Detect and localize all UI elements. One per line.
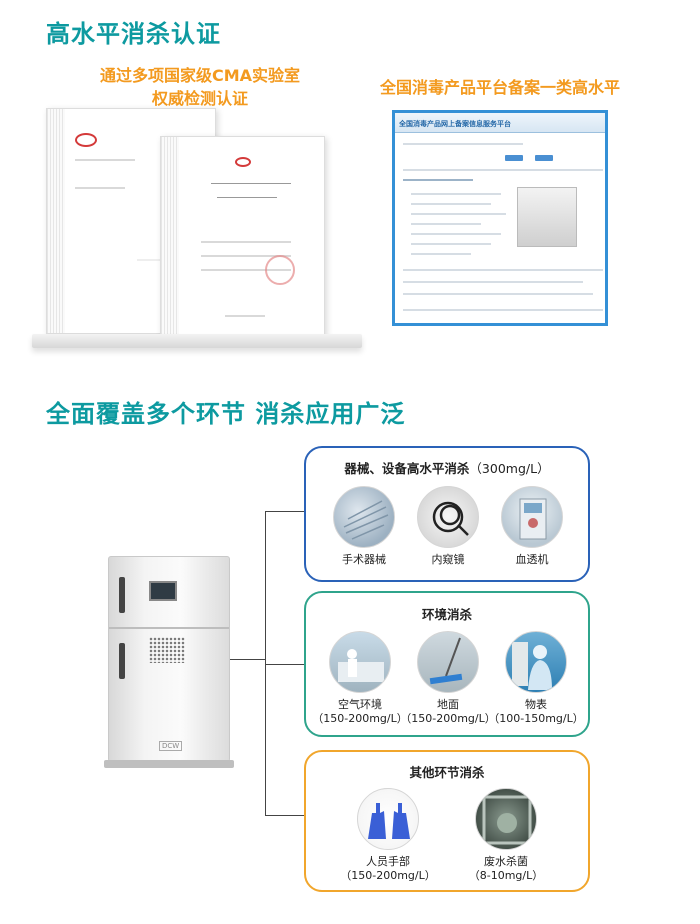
machine-logo: DCW <box>159 741 183 751</box>
test-report-document <box>160 136 325 336</box>
item-endoscope: 内窥镜 <box>398 486 498 567</box>
item-label: 物表 <box>525 698 547 711</box>
item-concentration: （150-200mg/L） <box>340 869 436 882</box>
air-environment-icon <box>329 631 391 693</box>
control-screen-icon <box>149 581 177 601</box>
item-dialysis-machine: 血透机 <box>482 486 582 567</box>
connector-line <box>265 664 304 665</box>
product-thumbnail-icon <box>517 187 577 247</box>
connector-line <box>265 815 304 816</box>
document-page-edges <box>161 137 179 335</box>
cma-caption-line1: 通过多项国家级CMA实验室 <box>99 66 301 85</box>
item-label: 手术器械 <box>342 553 386 566</box>
connector-line <box>265 511 266 815</box>
cma-caption: 通过多项国家级CMA实验室 权威检测认证 <box>70 64 330 110</box>
vent-grille-icon <box>149 637 185 663</box>
category-equipment-title: 器械、设备高水平消杀（300mg/L） <box>306 458 588 477</box>
surgical-instruments-icon <box>333 486 395 548</box>
cma-logo-icon <box>235 157 251 167</box>
dialysis-machine-icon <box>501 486 563 548</box>
category-environment: 环境消杀 空气环境 （150-200mg/L） 地面 （150-200mg/L）… <box>304 591 590 737</box>
platform-header: 全国消毒产品网上备案信息服务平台 <box>395 113 605 133</box>
item-label: 空气环境 <box>338 698 382 711</box>
connector-line <box>265 511 304 512</box>
item-label: 内窥镜 <box>431 553 465 566</box>
wastewater-icon <box>475 788 537 850</box>
item-label: 血透机 <box>515 553 549 566</box>
endoscope-icon <box>417 486 479 548</box>
item-label: 人员手部 <box>366 855 410 868</box>
disinfection-machine-image: DCW <box>108 556 230 762</box>
platform-caption: 全国消毒产品平台备案一类高水平 <box>379 78 620 97</box>
item-air-environment: 空气环境 （150-200mg/L） <box>310 631 410 726</box>
item-concentration: （100-150mg/L） <box>488 712 584 725</box>
category-other-title: 其他环节消杀 <box>409 765 485 780</box>
category-equipment: 器械、设备高水平消杀（300mg/L） 手术器械 内窥镜 血透机 <box>304 446 590 582</box>
item-concentration: （150-200mg/L） <box>312 712 408 725</box>
category-equipment-concentration: （300mg/L） <box>469 461 550 476</box>
surface-wipe-icon <box>505 631 567 693</box>
machine-base <box>104 760 234 768</box>
seal-stamp-icon <box>265 255 295 285</box>
category-equipment-title-text: 器械、设备高水平消杀 <box>344 461 470 476</box>
cma-logo-icon <box>75 133 97 147</box>
item-surface: 物表 （100-150mg/L） <box>486 631 586 726</box>
connector-line <box>230 659 265 660</box>
display-shelf <box>32 334 362 348</box>
platform-button-icon <box>505 155 523 161</box>
item-hands: 人员手部 （150-200mg/L） <box>338 788 438 883</box>
door-handle-icon <box>119 577 125 613</box>
cma-caption-line2: 权威检测认证 <box>151 89 248 108</box>
item-wastewater: 废水杀菌 （8-10mg/L） <box>456 788 556 883</box>
item-concentration: （150-200mg/L） <box>400 712 496 725</box>
gloved-hands-icon <box>357 788 419 850</box>
coverage-section-title: 全面覆盖多个环节 消杀应用广泛 <box>46 400 406 428</box>
door-handle-icon <box>119 643 125 679</box>
floor-mop-icon <box>417 631 479 693</box>
item-label: 地面 <box>437 698 459 711</box>
certification-section-title: 高水平消杀认证 <box>46 20 221 48</box>
platform-screenshot: 全国消毒产品网上备案信息服务平台 <box>392 110 608 326</box>
category-other: 其他环节消杀 人员手部 （150-200mg/L） 废水杀菌 （8-10mg/L… <box>304 750 590 892</box>
item-surgical-instruments: 手术器械 <box>314 486 414 567</box>
item-floor: 地面 （150-200mg/L） <box>398 631 498 726</box>
item-concentration: （8-10mg/L） <box>468 869 544 882</box>
platform-button-icon <box>535 155 553 161</box>
category-environment-title: 环境消杀 <box>421 607 472 622</box>
item-label: 废水杀菌 <box>484 855 528 868</box>
document-page-edges <box>47 109 65 333</box>
